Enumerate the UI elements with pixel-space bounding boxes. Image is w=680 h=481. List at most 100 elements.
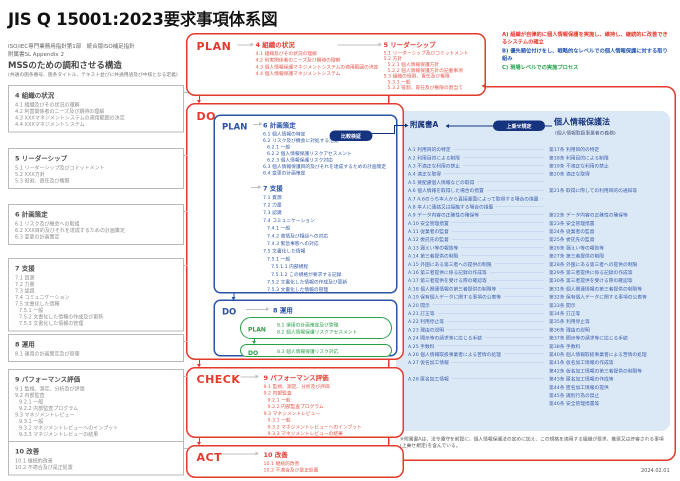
note-a: A) 組織が自律的に個人情報保護を実施し、維持し、継続的に改善できるシステムの確… (502, 31, 668, 45)
list-item: A.8 本人に連絡又は接触する場合の措置 (408, 202, 544, 210)
section-8-heading: 8 運用 (273, 307, 293, 315)
list-item: A.15 外国にある第三者への提供の制限 (408, 260, 544, 268)
section-5-heading: 5 リーダーシップ (383, 41, 436, 50)
list-item: 9.2 内部監査 (15, 393, 45, 399)
list-item: 第32条 保有個人データに関する事項の公表等 (549, 294, 647, 301)
list-item: 9.3 マネジメントレビュー (263, 410, 321, 417)
connector-line (183, 265, 188, 266)
list-item: 10.1 継続的改善 (263, 460, 300, 467)
arrow-right-icon (266, 307, 270, 311)
list-item: 9.2.2 内部監査プログラム (267, 404, 324, 410)
mss-heading-7: 7 支援 (15, 265, 35, 273)
list-item: 4.3 XXXマネジメントシステムの適用範囲の決定 (15, 115, 125, 122)
mss-heading-9: 9 パフォーマンス評価 (15, 376, 81, 384)
connector-line (251, 187, 259, 188)
list-item: A.28 匿名加工情報 (408, 374, 544, 383)
list-item: 6.1 個人情報の特定 (263, 131, 306, 137)
operation-plan-label: PLAN (248, 326, 266, 333)
list-item: A.16 第三者提供に係る記録の作成等 (408, 268, 544, 276)
list-item: 6.4 変更の計画策定 (263, 170, 306, 176)
list-item: A.21 訂正等 (408, 309, 544, 317)
list-item: A.10 安全管理措置 (408, 219, 544, 227)
list-item: 4.2 利害関係者のニーズ及び期待の理解 (15, 109, 105, 115)
connector-line (183, 341, 188, 342)
section-9-heading: 9 パフォーマンス評価 (263, 374, 329, 383)
list-item: 第19条 不適正な利用の禁止 (549, 163, 609, 169)
arrow-right-icon (255, 374, 259, 379)
list-item: 7.5.2 文書化した情報の作成及び更新 (267, 279, 348, 285)
connector-line (183, 376, 188, 377)
list-item: 第41条 仮名加工情報の作成等 (549, 360, 614, 366)
connector-line (183, 448, 188, 449)
list-item: 6.3 個人情報保護目的及びそれを達成するための計画策定 (263, 163, 387, 170)
list-item: A.19 保有個人データに関する事項の公表等 (408, 293, 544, 301)
list-item: 5.3.1 一般 (387, 79, 411, 85)
list-item: 第20条 適正な取得 (549, 171, 590, 178)
list-item: 第36条 理由の説明 (549, 327, 590, 333)
list-item: 9.2.2 内部監査プログラム (19, 406, 79, 412)
list-item: 5.1 リーダーシップ及びコミットメント (15, 165, 105, 172)
list-item: A.27 仮名加工情報 (408, 358, 544, 366)
list-item: 9.2.1 一般 (267, 397, 291, 403)
arrow-right-icon (250, 42, 254, 47)
list-item: A.23 理由の説明 (408, 325, 544, 333)
subtitle-line-2: 附属書SL Appendix 2 (8, 51, 64, 58)
connector-line (221, 453, 257, 455)
subtitle-line-3: MSSのための調和させる構造 (8, 60, 122, 71)
list-item: A.3 不適正な利用の禁止 (408, 161, 544, 169)
list-item: 7.5.1.1 内部規程 (271, 264, 309, 270)
mss-heading-10: 10 改善 (15, 448, 40, 456)
operation-do-box: DO 8.3 個人情報保護リスク対応 (240, 344, 392, 357)
list-item: A.4 適正な取得 (408, 170, 544, 178)
list-item: 9.3.1 一般 (19, 419, 44, 425)
list-item: 9.3.2 マネジメントレビューへのインプット (267, 424, 362, 430)
list-item: 第40条 個人情報取扱事業者による苦情の処理 (549, 351, 647, 358)
list-item: 第21条 取得に際しての利用目的の通知等 (549, 188, 638, 194)
list-item: 第28条 外国にある第三者への提供の制限 (549, 261, 638, 268)
arrow-right-icon (259, 122, 263, 126)
footnote-line-2: (上乗せ規定)を含んでいる。 (400, 443, 461, 449)
law-title: 個人情報保護法 (554, 117, 611, 127)
connector-line (372, 133, 395, 134)
note-b: B) 優先順位付けをし、戦略的なレベルでの個人情報保護に対する取り組み (502, 48, 668, 62)
section-4-heading: 4 組織の状況 (255, 41, 295, 50)
list-item: 5.2 XXX方針 (15, 172, 45, 178)
list-item: 7.5.3 文書化した情報の管理 (19, 321, 84, 327)
operation-do-items: 8.3 個人情報保護リスク対応 (277, 348, 338, 355)
list-item: A.14 第三者提供の制限 (408, 252, 544, 260)
connector-line (394, 125, 395, 134)
connector-line (183, 155, 188, 156)
list-item: 7.3 認識 (15, 288, 35, 295)
note-c: C) 現場レベルでの実施プロセス (502, 64, 579, 71)
connector-line (240, 376, 257, 378)
connector-line (183, 92, 188, 93)
section-7-heading: 7 支援 (263, 185, 283, 193)
connector-line (237, 44, 251, 46)
list-item: A.26 個人情報取扱事業者による苦情の処理 (408, 350, 544, 358)
list-item (549, 202, 672, 210)
list-item: 第37条 開示等の請求等に応じる手続 (549, 335, 628, 342)
list-item: 第31条 個人関連情報の第三者提供の制限等 (549, 286, 643, 292)
list-item: 6.1 リスク及び機会への取組 (15, 221, 80, 228)
law-list: 第17条 利用目的の特定第18条 利用目的による制限第19条 不適正な利用の禁止… (549, 145, 672, 407)
list-item: 第22条 データ内容の正確性の確保等 (549, 212, 628, 219)
list-item: A.24 開示等の請求等に応じる手続 (408, 333, 544, 342)
list-item: 7.2 力量 (15, 282, 35, 288)
list-item: 第26条 漏えい等の報告等 (549, 245, 605, 251)
mss-heading-8: 8 運用 (15, 341, 35, 349)
arrow-right-icon (258, 185, 262, 189)
list-item: 7.5.1.2 この規格が要求する記録 (271, 271, 342, 278)
list-item: 7.1 資源 (263, 194, 282, 201)
